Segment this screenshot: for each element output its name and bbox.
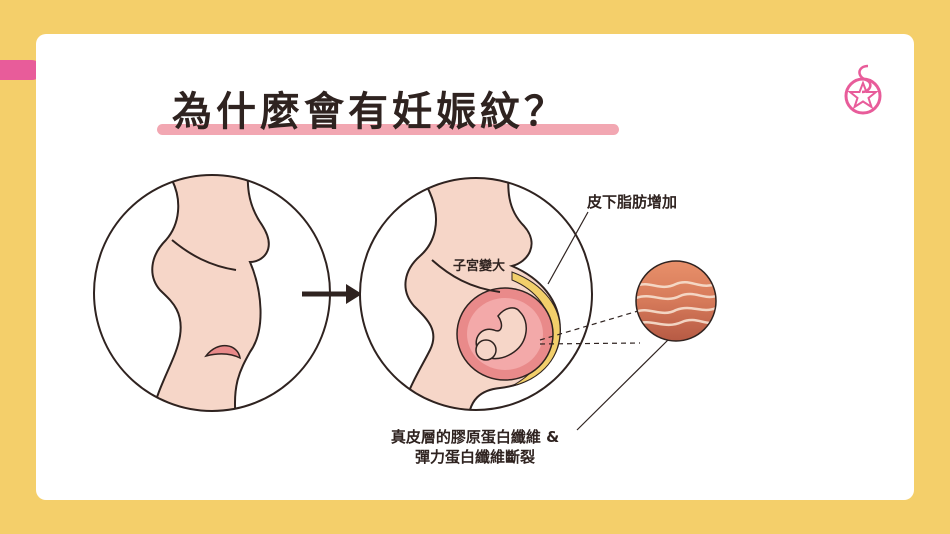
dermis-fiber-label: 真皮層的膠原蛋白纖維 & 彈力蛋白纖維斷裂 xyxy=(370,427,580,467)
dermis-label-line2: 彈力蛋白纖維斷裂 xyxy=(414,448,535,466)
magnified-skin-icon xyxy=(635,260,717,342)
arrow-right-icon xyxy=(302,284,362,304)
page-title: 為什麼會有妊娠紋？ xyxy=(172,89,568,135)
before-body-circle xyxy=(93,174,331,412)
leader-lines xyxy=(539,211,671,431)
star-logo-icon xyxy=(844,64,882,115)
title-underline xyxy=(157,124,619,135)
dermis-label-line1: 真皮層的膠原蛋白纖維 & xyxy=(390,428,560,446)
pregnant-body-circle xyxy=(359,177,593,411)
subcutaneous-fat-label: 皮下脂肪增加 xyxy=(587,193,678,211)
decor-pink-pill xyxy=(0,60,42,80)
uterus-label: 子宮變大 xyxy=(453,259,506,274)
